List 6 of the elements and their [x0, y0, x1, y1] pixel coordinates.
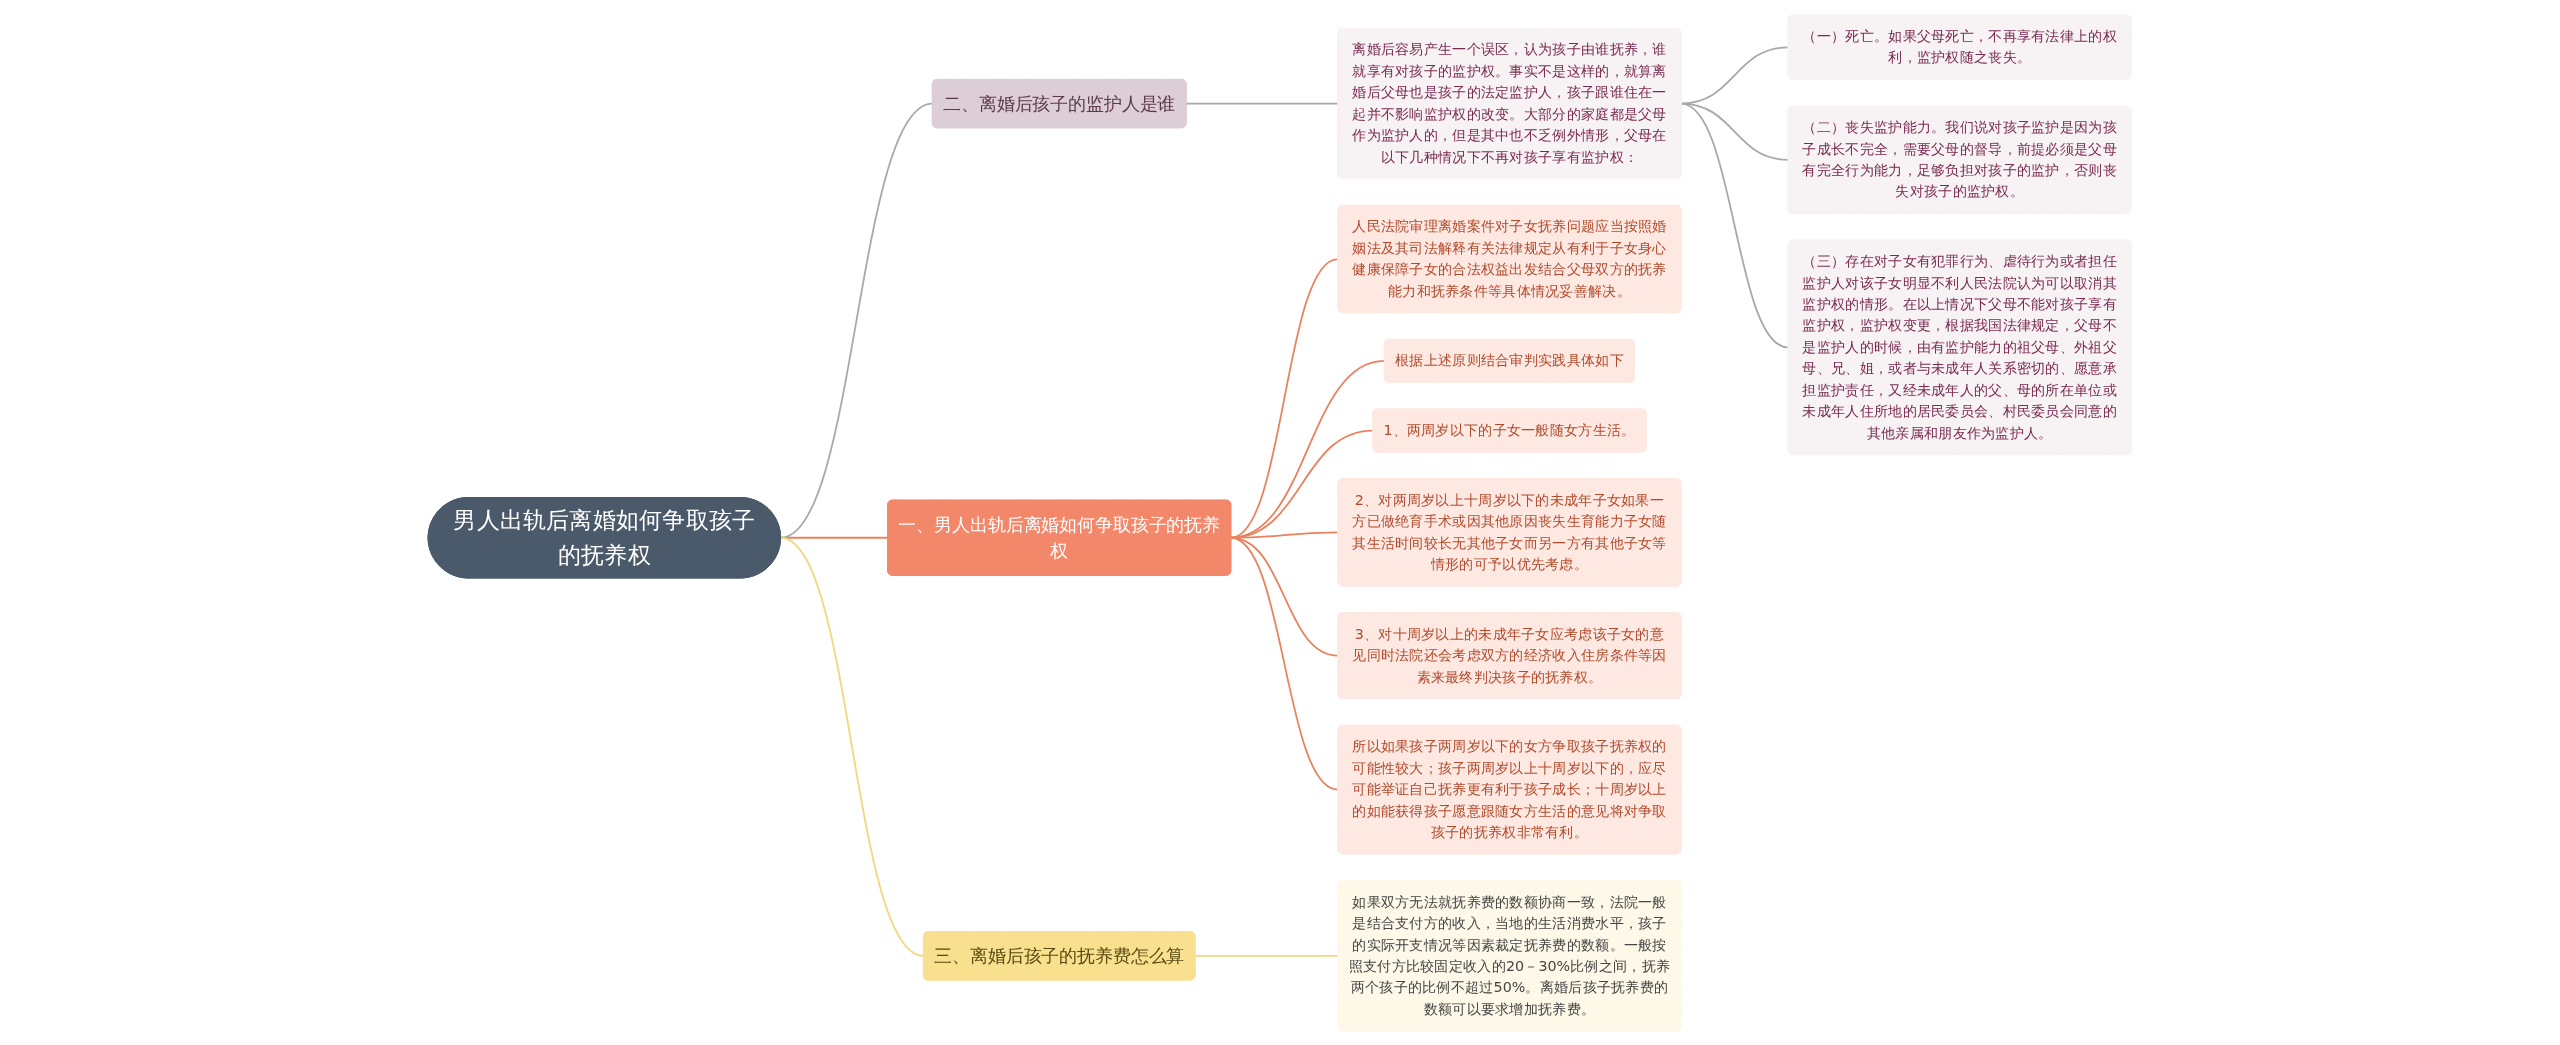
connector [1230, 536, 1340, 791]
connector [1185, 102, 1340, 104]
connector [1230, 257, 1340, 539]
connector [779, 536, 925, 957]
connector [1680, 102, 1790, 348]
connector [1194, 954, 1340, 957]
